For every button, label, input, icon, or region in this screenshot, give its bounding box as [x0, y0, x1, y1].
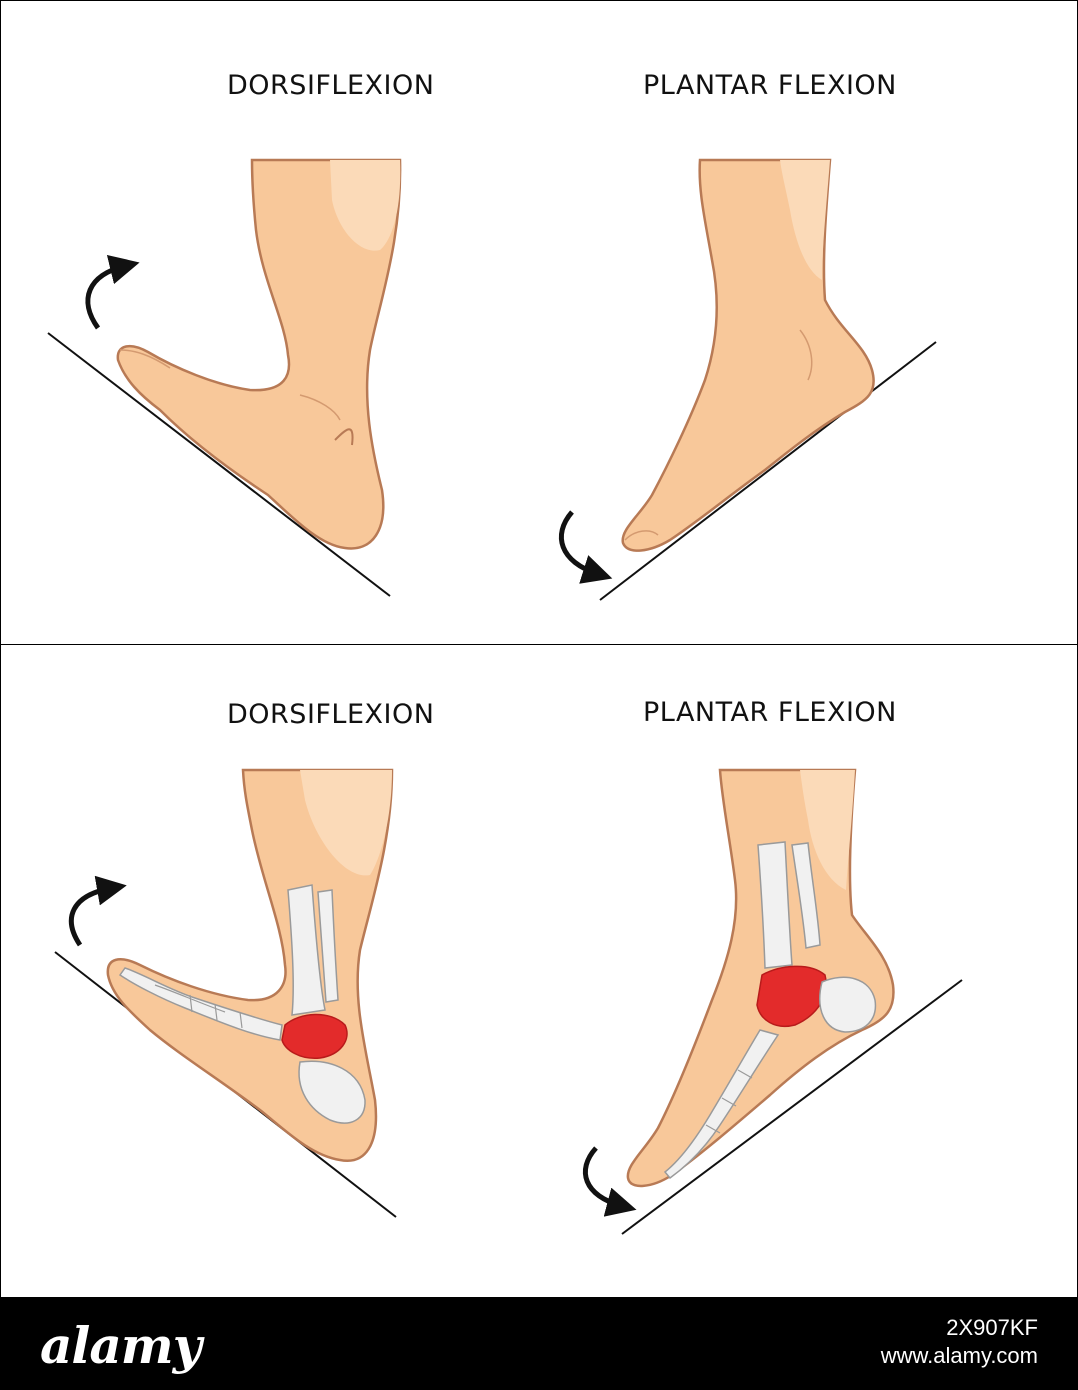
bottom-plantar-flexion-label: PLANTAR FLEXION	[643, 697, 897, 728]
anatomy-figure: DORSIFLEXION PLANTAR FLEXION DORSIFLEXIO…	[0, 0, 1078, 1298]
fibula-bone	[791, 842, 821, 949]
top-plantar-flexion-label: PLANTAR FLEXION	[643, 70, 897, 101]
image-id: 2X907KF	[946, 1315, 1038, 1340]
top-dorsiflexion-foot	[47, 158, 402, 597]
calcaneus-bone	[819, 976, 877, 1033]
tibia-bone	[287, 884, 326, 1016]
watermark-banner: alamy 2X907KF www.alamy.com	[0, 1298, 1078, 1390]
site-url: www.alamy.com	[880, 1343, 1038, 1368]
rotation-arrow-icon	[85, 254, 140, 330]
incline-line	[47, 332, 391, 597]
bottom-dorsiflexion-foot	[54, 768, 397, 1218]
brand-logo: alamy	[40, 1316, 202, 1375]
calcaneus-bone	[298, 1060, 366, 1124]
bottom-dorsiflexion-label: DORSIFLEXION	[227, 699, 435, 730]
incline-line	[621, 979, 963, 1235]
rotation-arrow-icon	[583, 1146, 637, 1217]
talus-highlight	[281, 1013, 348, 1059]
fibula-bone	[317, 889, 339, 1003]
illustrations	[47, 158, 963, 1235]
foot-bones	[663, 1029, 780, 1180]
bottom-plantar-flexion-foot	[583, 768, 963, 1235]
tibia-bone	[757, 841, 793, 969]
rotation-arrow-icon	[68, 875, 127, 947]
image-meta: 2X907KF www.alamy.com	[881, 1314, 1038, 1370]
incline-line	[599, 341, 937, 601]
top-plantar-flexion-foot	[559, 158, 937, 601]
rotation-arrow-icon	[559, 510, 613, 584]
top-dorsiflexion-label: DORSIFLEXION	[227, 70, 435, 101]
